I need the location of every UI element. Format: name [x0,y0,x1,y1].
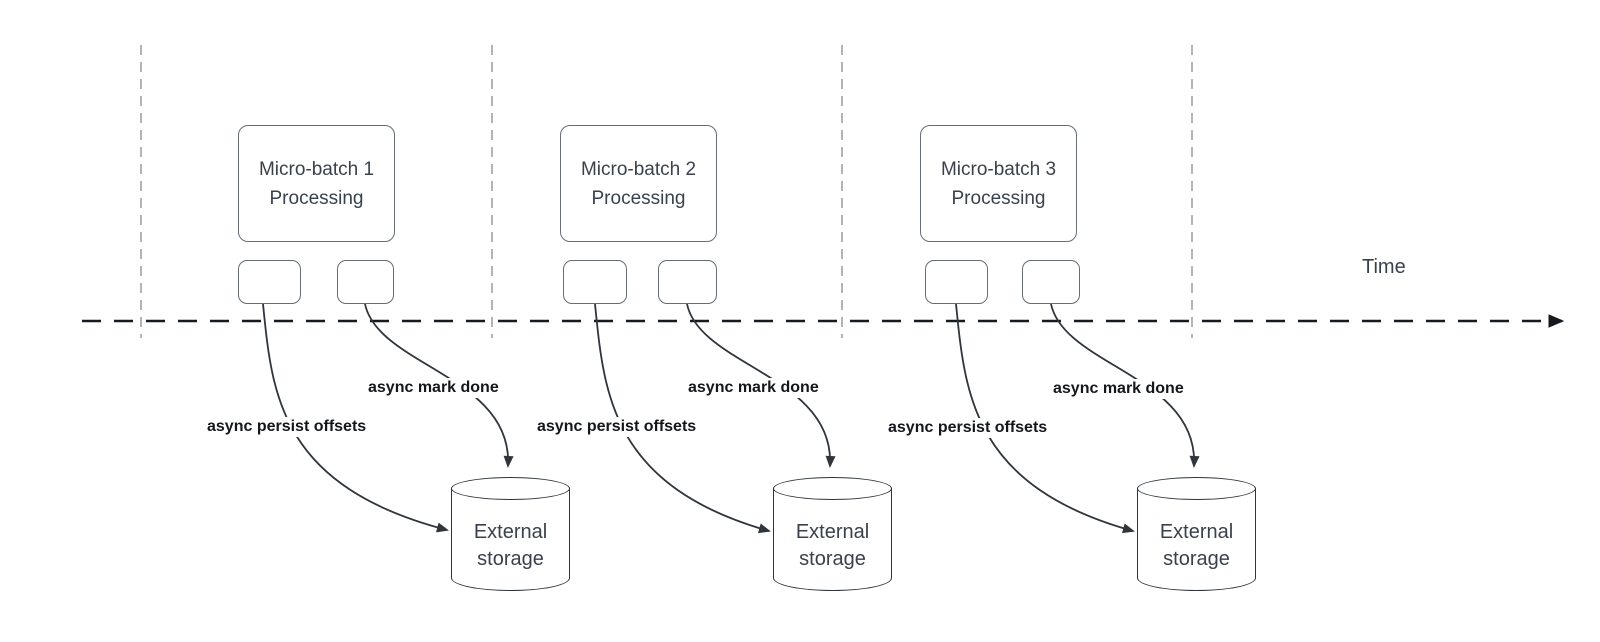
micro-batch-1-title-line2: Processing [269,187,364,209]
time-axis-label: Time [1362,256,1406,278]
batch-3-offset-task-box [925,260,988,304]
mark-done-arrow-3 [1050,303,1200,468]
micro-batch-3-processing-box: Micro-batch 3 Processing [920,125,1077,242]
storage-label-line2: storage [477,548,544,570]
micro-batch-1-title-line1: Micro-batch 1 [258,158,375,180]
batch-2-offset-task-box [563,260,627,304]
micro-batch-2-title-line1: Micro-batch 2 [580,158,697,180]
cylinder-top-ellipse [773,477,892,500]
cylinder-body [1137,488,1256,591]
storage-label-line1: External [473,521,548,543]
cylinder-body [451,488,570,591]
micro-batch-3-title-line1: Micro-batch 3 [940,158,1057,180]
mark-done-label-1: async mark done [365,378,502,398]
external-storage-label-3: External storage [1137,507,1256,585]
external-storage-cylinder-3: External storage [1137,477,1256,591]
mark-done-arrow-1 [364,303,514,468]
batch-1-done-task-box [337,260,394,304]
persist-offsets-label-1: async persist offsets [204,417,370,437]
mark-done-label-2: async mark done [685,378,822,398]
batch-2-done-task-box [658,260,717,304]
micro-batch-3-title-line2: Processing [951,187,1046,209]
storage-label-line1: External [795,521,870,543]
batch-3-done-task-box [1022,260,1080,304]
micro-batch-2-processing-box: Micro-batch 2 Processing [560,125,717,242]
micro-batch-2-title-line2: Processing [591,187,686,209]
micro-batch-1-processing-box: Micro-batch 1 Processing [238,125,395,242]
batch-1-offset-task-box [238,260,301,304]
external-storage-cylinder-1: External storage [451,477,570,591]
persist-offsets-label-2: async persist offsets [534,417,700,437]
cylinder-body [773,488,892,591]
external-storage-label-2: External storage [773,507,892,585]
cylinder-top-ellipse [1137,477,1256,500]
storage-label-line2: storage [1163,548,1230,570]
persist-offsets-label-3: async persist offsets [885,418,1051,438]
storage-label-line2: storage [799,548,866,570]
external-storage-cylinder-2: External storage [773,477,892,591]
storage-label-line1: External [1159,521,1234,543]
mark-done-arrow-2 [686,303,836,468]
cylinder-top-ellipse [451,477,570,500]
external-storage-label-1: External storage [451,507,570,585]
mark-done-label-3: async mark done [1050,379,1187,399]
